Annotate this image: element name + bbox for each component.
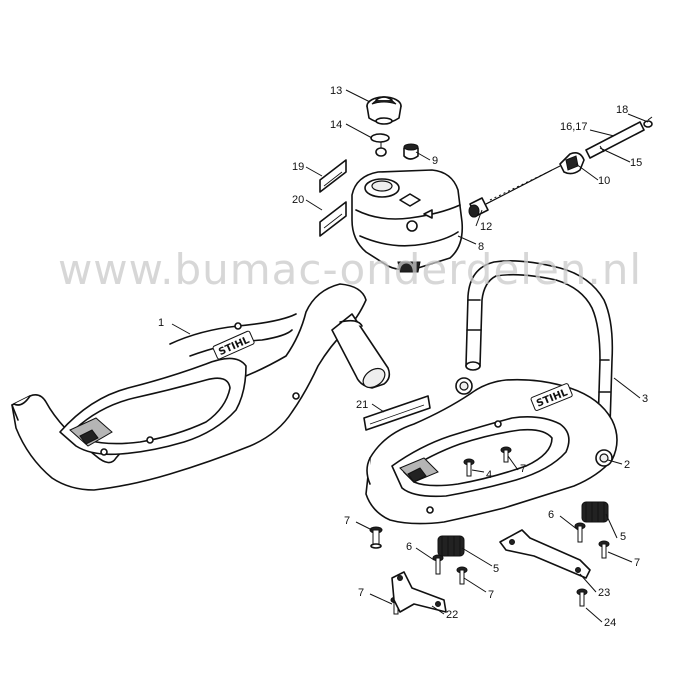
callout-7d: 7 (358, 587, 364, 599)
callout-9: 9 (432, 155, 438, 167)
callout-2: 2 (624, 459, 630, 471)
callout-7a: 7 (520, 463, 526, 475)
callout-23: 23 (598, 587, 610, 599)
primer-bulb-icon (551, 152, 585, 175)
tube-icon (585, 116, 653, 159)
callout-3: 3 (642, 393, 648, 405)
watermark-text: www.bumac-onderdelen.nl (58, 245, 642, 294)
spring-icon-5b (581, 501, 609, 523)
callout-8: 8 (478, 241, 484, 253)
callout-21: 21 (356, 399, 368, 411)
callout-5b: 5 (620, 531, 626, 543)
decal-21-icon (363, 395, 431, 431)
callout-1: 1 (158, 317, 164, 329)
fuel-tank-icon (351, 169, 464, 273)
front-handle-icon (331, 313, 391, 389)
screw-icon-7e (598, 540, 610, 559)
callout-4: 4 (486, 469, 492, 481)
callout-10: 10 (598, 175, 610, 187)
callout-6a: 6 (406, 541, 412, 553)
callout-6b: 6 (548, 509, 554, 521)
leader-lines (171, 89, 649, 623)
callout-5a: 5 (493, 563, 499, 575)
screw-icon-24 (576, 588, 588, 607)
front-housing-icon (365, 377, 618, 525)
callout-22: 22 (446, 609, 458, 621)
screw-icon-7b (369, 526, 383, 549)
callout-13: 13 (330, 85, 342, 97)
callout-19: 19 (292, 161, 304, 173)
callout-15: 15 (630, 157, 642, 169)
decal-20-icon (319, 201, 347, 237)
callout-labels: 1 2 3 4 5 5 6 6 7 7 7 7 7 8 9 10 12 13 1… (158, 85, 648, 629)
callout-16-17: 16,17 (560, 121, 588, 133)
decal-19-icon (319, 159, 347, 193)
fuel-cap-icon (366, 96, 402, 125)
spring-icon-5a (437, 535, 465, 557)
callout-20: 20 (292, 194, 304, 206)
vent-valve-icon (403, 143, 419, 160)
screw-icon-7c (456, 566, 468, 585)
callout-24: 24 (604, 617, 616, 629)
rear-handle-housing-icon (11, 283, 367, 491)
callout-7b: 7 (344, 515, 350, 527)
callout-18: 18 (616, 104, 628, 116)
callout-14: 14 (330, 119, 342, 131)
bracket-icon-23 (499, 529, 591, 579)
bracket-icon-22 (391, 571, 447, 613)
screw-icon-6b (574, 522, 586, 543)
fuel-filter-icon (468, 169, 553, 218)
seal-ring-icon (370, 133, 390, 157)
callout-7c: 7 (488, 589, 494, 601)
screw-icon-6a (432, 554, 444, 575)
brand-mark-rear: STIHL (212, 330, 255, 360)
callout-7e: 7 (634, 557, 640, 569)
screw-icon-4 (463, 458, 475, 477)
callout-12: 12 (480, 221, 492, 233)
